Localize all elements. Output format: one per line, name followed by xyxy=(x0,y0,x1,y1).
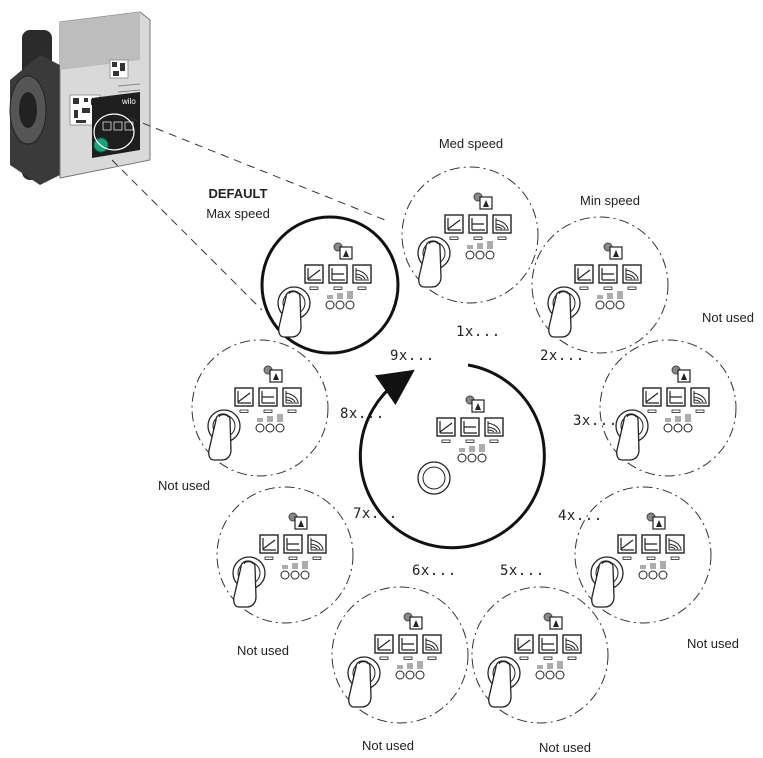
count-2: 2x... xyxy=(540,348,585,364)
mode-circle-4 xyxy=(574,486,712,624)
count-9: 9x... xyxy=(390,348,435,364)
mode-label-8: Not used xyxy=(158,478,210,493)
mode-circle-7 xyxy=(216,486,354,624)
mode-circle-2 xyxy=(531,216,669,354)
default-label: DEFAULT xyxy=(209,186,268,201)
count-6: 6x... xyxy=(412,563,457,579)
mode-label-3: Not used xyxy=(702,310,754,325)
mode-label-6: Not used xyxy=(362,738,414,753)
center-panel xyxy=(417,395,504,495)
default-mode-circle xyxy=(260,215,400,355)
mode-circle-1 xyxy=(401,166,539,304)
count-5: 5x... xyxy=(500,563,545,579)
mode-circle-3 xyxy=(599,339,737,477)
mode-label-4: Not used xyxy=(687,636,739,651)
mode-circle-8 xyxy=(191,339,329,477)
mode-circle-6 xyxy=(331,586,469,724)
mode-circle-5 xyxy=(471,586,609,724)
leader-line-top xyxy=(129,117,386,221)
count-7: 7x... xyxy=(353,506,398,522)
default-sub-label: Max speed xyxy=(206,206,270,221)
mode-label-7: Not used xyxy=(237,643,289,658)
mode-label-1: Med speed xyxy=(439,136,503,151)
mode-label-5: Not used xyxy=(539,740,591,755)
pump-illustration: wilo xyxy=(9,11,151,185)
pump-brand: wilo xyxy=(121,97,136,106)
count-8: 8x... xyxy=(340,406,385,422)
count-3: 3x... xyxy=(573,413,618,429)
count-4: 4x... xyxy=(558,508,603,524)
leader-line-bottom xyxy=(111,159,263,311)
count-1: 1x... xyxy=(456,324,501,340)
mode-label-2: Min speed xyxy=(580,193,640,208)
cycle-arrow xyxy=(358,363,546,550)
